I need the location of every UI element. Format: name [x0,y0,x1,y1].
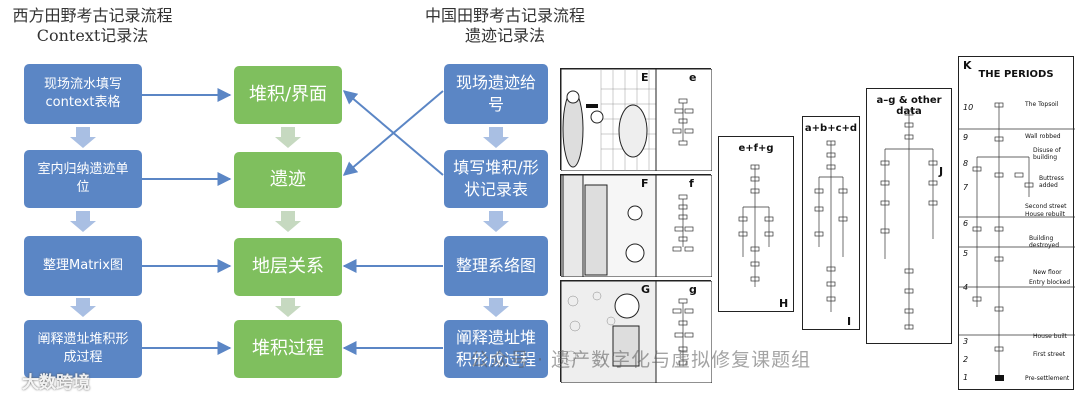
watermark-center: 公众号 · 遗产数字化与虚拟修复课题组 [470,349,812,371]
center-step-4: 堆积过程 [234,320,342,378]
period-label-6b: House rebuilt [1025,211,1066,218]
section-panel-g: G g [560,280,713,384]
period-number-5: 5 [963,249,969,258]
period-label-4a: New floor [1033,269,1062,276]
matrix-drawing-j [880,110,938,330]
down-arrow-w1 [70,127,96,148]
western-step-2: 室内归纳遗迹单位 [24,150,142,208]
period-number-9: 9 [963,133,969,142]
panel-letter-E: E [641,71,649,84]
period-label-8: Disuse of building [1033,147,1061,161]
panel-letter-e: e [689,71,697,84]
left-title-line1: 西方田野考古记录流程 [12,6,173,25]
period-number-8: 8 [963,159,969,168]
matrix-panel-i: a+b+c+d I [802,116,860,330]
center-step-3: 地层关系 [234,238,342,296]
period-number-7: 7 [963,183,969,192]
period-label-7: Buttress added [1039,175,1064,189]
matrix-title-j: a–g & other data [876,95,942,117]
right-title-line1: 中国田野考古记录流程 [424,6,585,25]
panel-letter-K: K [963,59,972,72]
chinese-step-1: 现场遗迹给号 [444,64,548,124]
down-arrow-r1 [483,127,509,148]
period-number-6: 6 [963,219,969,228]
right-title-line2: 遗迹记录法 [464,26,545,45]
period-label-2: First street [1033,351,1066,358]
period-number-4: 4 [963,283,969,292]
down-arrow-w3 [70,298,96,317]
panel-letter-f: f [689,177,694,190]
period-number-3: 3 [963,337,969,346]
panel-letter-J: J [939,165,944,178]
western-step-3: 整理Matrix图 [24,236,142,296]
right-title: 中国田野考古记录流程 遗迹记录法 [400,6,610,46]
period-number-1: 1 [963,373,969,382]
period-label-3: House built [1033,333,1068,340]
down-arrow-c3 [275,298,301,317]
section-drawing-e [560,68,713,172]
period-label-6a: Second street [1025,203,1067,210]
panel-letter-F: F [641,177,649,190]
chinese-step-3: 整理系络图 [444,236,548,296]
panel-letter-H: H [779,297,789,310]
western-step-1: 现场流水填写context表格 [24,64,142,124]
section-drawing-g [560,280,713,384]
arrow-r2-c1 [342,90,444,176]
section-panel-e: E e [560,68,713,172]
down-arrow-r2 [483,211,509,232]
section-panel-f: F f [560,174,713,278]
period-label-1: Pre-settlement [1025,375,1070,382]
period-label-4b: Entry blocked [1029,279,1071,286]
center-step-1: 堆积/界面 [234,66,342,124]
left-title: 西方田野考古记录流程 Context记录法 [0,6,185,46]
panel-letter-I: I [847,315,852,328]
left-title-line2: Context记录法 [36,26,149,45]
down-arrow-r3 [483,298,509,317]
periods-matrix [959,102,1075,381]
down-arrows [70,127,509,317]
matrix-drawing-i [814,140,848,312]
down-arrow-c1 [275,127,301,148]
periods-title: THE PERIODS [978,69,1054,80]
down-arrow-w2 [70,211,96,232]
matrix-panel-h: e+f+g H [718,136,794,312]
chinese-step-2: 填写堆积/形状记录表 [444,150,548,208]
down-arrow-c2 [275,211,301,232]
center-step-2: 遗迹 [234,152,342,208]
period-number-2: 2 [963,355,969,364]
periods-panel-k: K THE PERIODS The Topsoil Wall robbed Di… [958,56,1075,390]
section-drawing-f [560,174,713,278]
panel-letter-G: G [641,283,651,296]
panel-letter-g: g [689,283,697,296]
period-label-5: Building destroyed [1029,235,1060,249]
matrix-panel-j: a–g & other data J [866,88,952,344]
matrix-title-i: a+b+c+d [804,123,858,134]
western-step-4: 阐释遗址堆积形成过程 [24,320,142,378]
chinese-step-4: 阐释遗址堆积形成过程 [444,320,548,378]
flow-arrows [142,88,444,355]
period-label-10: The Topsoil [1025,101,1059,108]
matrix-drawing-h [738,164,774,287]
matrix-title-h: e+f+g [738,143,774,154]
period-label-9: Wall robbed [1025,133,1061,140]
watermark-left: 大数跨境 [22,373,90,393]
period-number-10: 10 [963,103,974,112]
